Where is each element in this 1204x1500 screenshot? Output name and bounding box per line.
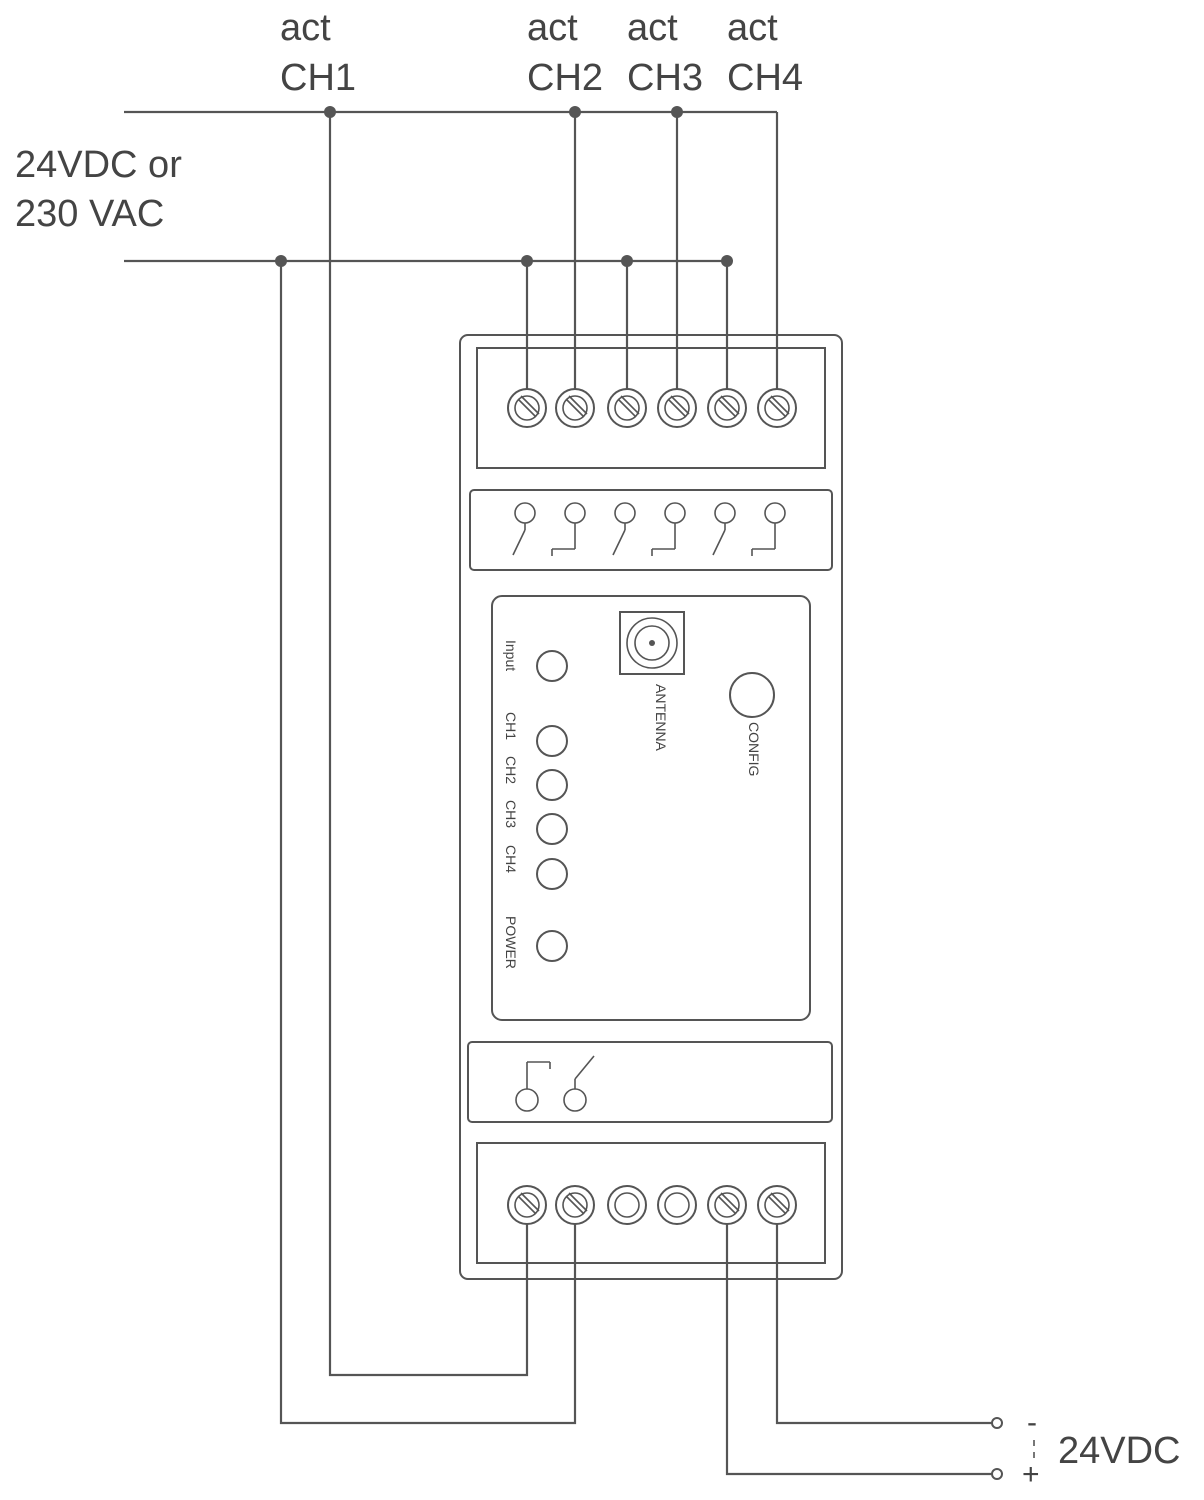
supply-line-2: 230 VAC bbox=[15, 193, 164, 235]
relay-contact-symbol bbox=[612, 502, 636, 556]
bottom-screw-terminals bbox=[507, 1185, 797, 1225]
relay-contact-symbol bbox=[515, 1061, 551, 1112]
ch4-led bbox=[536, 858, 568, 890]
screw-terminal bbox=[607, 388, 647, 428]
screw-terminal bbox=[607, 1185, 647, 1225]
relay-contact-symbol bbox=[563, 1055, 595, 1112]
ch1-wire bbox=[328, 112, 529, 1377]
relay-contact-symbol bbox=[551, 502, 586, 556]
junction-dot bbox=[324, 106, 336, 118]
supply-label: 24VDC or 230 VAC bbox=[15, 144, 182, 235]
screw-terminal bbox=[507, 1185, 547, 1225]
dc-plus-wire bbox=[725, 1205, 995, 1476]
ch1-led-label: CH1 bbox=[503, 712, 519, 740]
supply-line-1: 24VDC or bbox=[15, 144, 182, 186]
dc-supply: - + 24VDC bbox=[991, 1406, 1181, 1491]
ch2-label: CH2 bbox=[527, 57, 603, 99]
relay-contact-symbol bbox=[512, 502, 536, 556]
top-relay-panel bbox=[469, 489, 833, 571]
ch3-led bbox=[536, 813, 568, 845]
junction-dot bbox=[521, 255, 533, 267]
relay-contact-symbol bbox=[712, 502, 736, 556]
relay-contact-symbol bbox=[751, 502, 786, 556]
config-label: CONFIG bbox=[746, 722, 762, 776]
dc-minus-wire bbox=[775, 1205, 995, 1425]
ch1-act-label: act bbox=[280, 7, 331, 49]
screw-terminal bbox=[707, 388, 747, 428]
antenna-label: ANTENNA bbox=[653, 684, 669, 752]
screw-terminal bbox=[555, 1185, 595, 1225]
junction-dot bbox=[721, 255, 733, 267]
ch4-act-label: act bbox=[727, 7, 778, 49]
ch3-label: CH3 bbox=[627, 57, 703, 99]
junction-dots bbox=[275, 106, 733, 267]
screw-terminal bbox=[707, 1185, 747, 1225]
dc-minus-sign: - bbox=[1027, 1406, 1037, 1439]
top-screw-terminals bbox=[507, 388, 797, 428]
power-led-label: POWER bbox=[503, 916, 519, 969]
config-button[interactable] bbox=[729, 672, 775, 718]
channel-labels: act CH1 act CH2 act CH3 act CH4 bbox=[280, 7, 803, 99]
screw-terminal bbox=[555, 388, 595, 428]
bottom-relay-contacts bbox=[515, 1055, 595, 1112]
power-led bbox=[536, 930, 568, 962]
ch3-led-label: CH3 bbox=[503, 800, 519, 828]
supply-return-wire bbox=[279, 261, 577, 1425]
top-relay-contacts bbox=[512, 502, 786, 556]
junction-dot bbox=[569, 106, 581, 118]
junction-dot bbox=[671, 106, 683, 118]
ch2-led bbox=[536, 769, 568, 801]
ch2-led-label: CH2 bbox=[503, 756, 519, 784]
ch4-led-label: CH4 bbox=[503, 845, 519, 873]
ch4-label: CH4 bbox=[727, 57, 803, 99]
input-led bbox=[536, 650, 568, 682]
dc-supply-label: 24VDC bbox=[1058, 1430, 1181, 1472]
screw-terminal bbox=[657, 1185, 697, 1225]
input-led-label: Input bbox=[503, 640, 519, 671]
dc-plus-sign: + bbox=[1022, 1458, 1040, 1491]
front-panel-contents: ANTENNA CONFIG Input CH1 CH2 CH3 CH4 POW… bbox=[503, 611, 775, 969]
antenna-connector-icon bbox=[619, 611, 685, 675]
ch1-led bbox=[536, 725, 568, 757]
ch1-label: CH1 bbox=[280, 57, 356, 99]
screw-terminal bbox=[757, 1185, 797, 1225]
relay-contact-symbol bbox=[651, 502, 686, 556]
junction-dot bbox=[275, 255, 287, 267]
screw-terminal bbox=[657, 388, 697, 428]
ch3-act-label: act bbox=[627, 7, 678, 49]
dc-plus-terminal bbox=[991, 1468, 1003, 1480]
wires bbox=[124, 110, 995, 1476]
ch2-act-label: act bbox=[527, 7, 578, 49]
screw-terminal bbox=[507, 388, 547, 428]
bottom-relay-panel bbox=[467, 1041, 833, 1123]
dc-minus-terminal bbox=[991, 1417, 1003, 1429]
screw-terminal bbox=[757, 388, 797, 428]
junction-dot bbox=[621, 255, 633, 267]
